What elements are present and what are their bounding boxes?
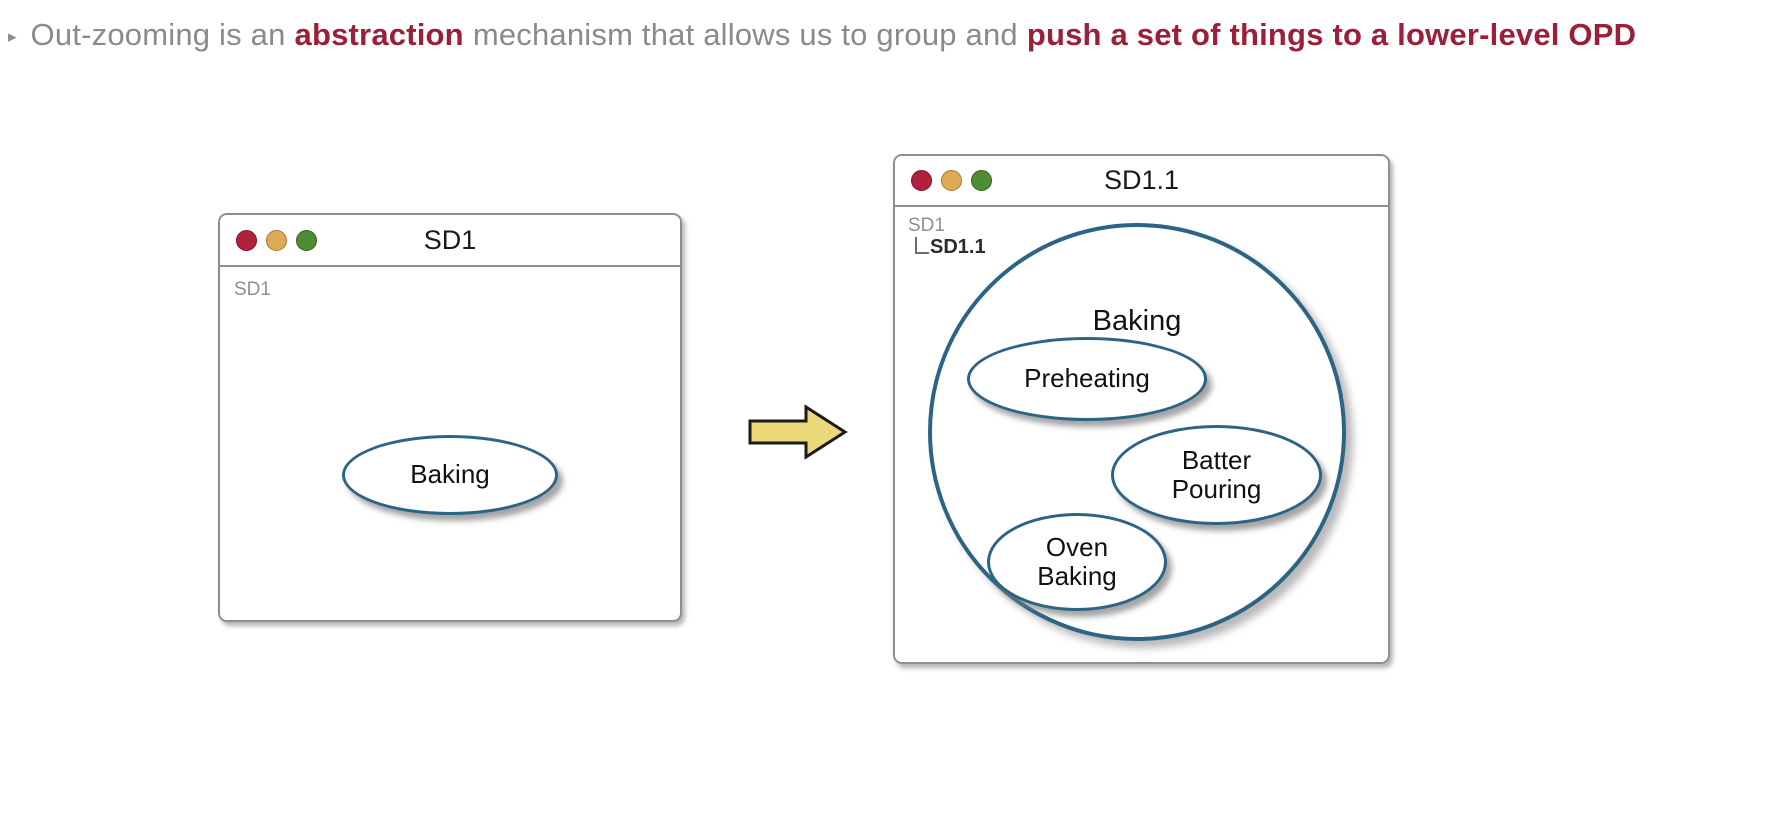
right-block-arrow-icon [748, 404, 848, 460]
sd1-window-title: SD1 [423, 224, 477, 255]
sd1-canvas[interactable]: SD1 Baking [220, 267, 680, 620]
oven-baking-ellipse[interactable]: Oven Baking [987, 513, 1167, 611]
baking-ellipse-label: Baking [410, 459, 490, 490]
minimize-light-icon[interactable] [941, 170, 962, 191]
bullet-segment-1: Out-zooming is an [30, 17, 286, 52]
batter-pouring-ellipse[interactable]: Batter Pouring [1111, 425, 1322, 525]
bullet-segment-3: mechanism that allows us to group and [472, 17, 1018, 52]
traffic-lights [911, 170, 992, 191]
oven-baking-ellipse-line1: Oven [1045, 531, 1109, 562]
preheating-ellipse-label: Preheating [1024, 363, 1150, 394]
batter-pouring-ellipse-line2: Pouring [1171, 474, 1262, 504]
oven-baking-ellipse-line2: Baking [1037, 561, 1117, 591]
sd1-1-breadcrumb-root[interactable]: SD1 [908, 215, 945, 236]
preheating-ellipse[interactable]: Preheating [967, 337, 1207, 421]
close-light-icon[interactable] [236, 229, 257, 251]
maximize-light-icon[interactable] [971, 170, 992, 191]
sd1-1-breadcrumb-child[interactable]: SD1.1 [930, 236, 986, 258]
sd1-window[interactable]: SD1 SD1 Baking [218, 213, 682, 622]
sd1-1-canvas[interactable]: SD1 SD1.1 Baking Preheating Batter Pouri… [895, 207, 1388, 662]
batter-pouring-ellipse-line1: Batter [1181, 444, 1252, 475]
baking-ellipse[interactable]: Baking [342, 435, 558, 515]
traffic-lights [236, 229, 317, 251]
sd1-breadcrumb-root[interactable]: SD1 [234, 279, 271, 300]
bullet-line: ▸ Out-zooming is an abstraction mechanis… [0, 0, 1791, 70]
bullet-marker-icon: ▸ [8, 26, 17, 46]
sd1-1-window[interactable]: SD1.1 SD1 SD1.1 Baking Preheating Batter… [893, 154, 1390, 664]
sd1-titlebar: SD1 [220, 215, 680, 267]
bullet-segment-2-accent: abstraction [294, 17, 464, 52]
minimize-light-icon[interactable] [266, 229, 287, 251]
sd1-1-titlebar: SD1.1 [895, 156, 1388, 207]
sd1-1-window-title: SD1.1 [1103, 165, 1180, 195]
close-light-icon[interactable] [911, 170, 932, 191]
bullet-segment-4-accent: push a set of things to a lower-level OP… [1026, 17, 1637, 52]
breadcrumb-tree-elbow-icon [915, 237, 929, 254]
baking-container-label: Baking [1092, 305, 1182, 337]
maximize-light-icon[interactable] [296, 229, 317, 251]
